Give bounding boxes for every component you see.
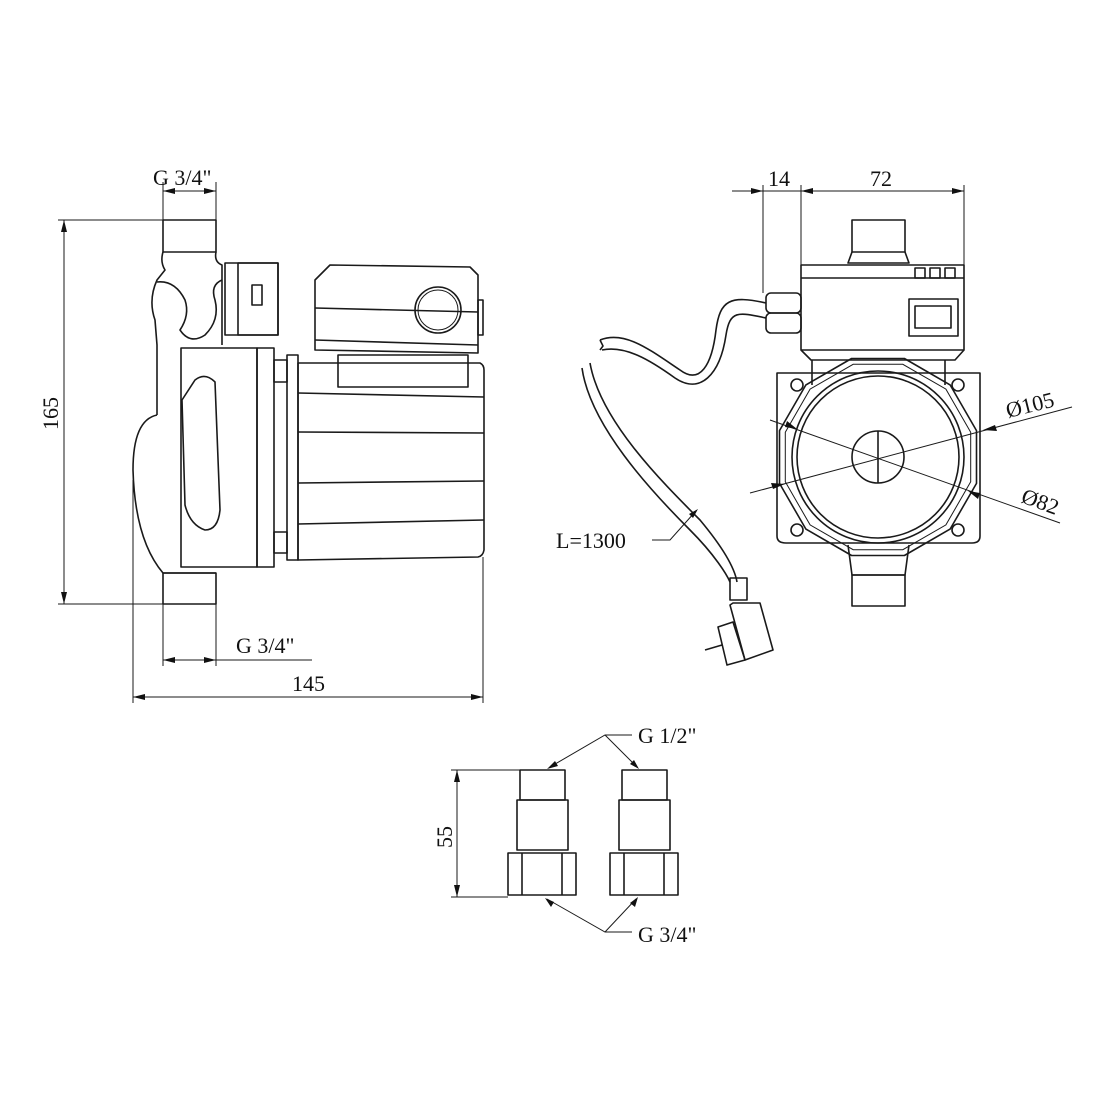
dim-length: 145: [292, 671, 325, 696]
flange-window: [181, 375, 221, 531]
power-plug: [729, 602, 774, 661]
box-base: [337, 354, 469, 388]
adapter-left: [507, 769, 577, 896]
dim-gland-offset: 14: [768, 166, 790, 191]
cable-gland: [765, 292, 802, 314]
speed-switch: [908, 298, 959, 337]
housing-dodecagon: [778, 357, 978, 557]
dim-height: 165: [38, 397, 63, 430]
dim-adapter-top-thread: G 1/2": [638, 723, 696, 748]
bottom-thread: [162, 572, 217, 605]
housing-ring: [791, 370, 965, 544]
dim-diameter-105: Ø105: [1003, 387, 1056, 423]
dim-bottom-thread: G 3/4": [236, 633, 294, 658]
dim-box-width: 72: [870, 166, 892, 191]
power-cable-upper: [599, 298, 767, 376]
power-cable-lower: [589, 362, 738, 583]
bottom-thread-front: [851, 574, 906, 607]
motor-body: [297, 362, 485, 561]
dim-top-thread: G 3/4": [153, 165, 211, 190]
top-thread-front: [851, 219, 906, 253]
pipe-body: [151, 251, 223, 415]
valve-body: [156, 279, 223, 340]
dim-adapter-height: 55: [432, 826, 457, 848]
motor-flange: [180, 347, 258, 568]
terminal-block-inner: [237, 262, 279, 336]
volute-bulge: [132, 414, 216, 574]
front-view: Ø105 Ø82 14 72 L=1300: [556, 166, 1073, 666]
control-knob-side: [414, 286, 462, 334]
pump-housing-square: [776, 372, 981, 544]
side-view: G 3/4" 165 G 3/4" 145: [38, 165, 485, 703]
terminal-tab: [251, 284, 263, 306]
adapter-right: [609, 769, 679, 896]
adapter-fittings: 55 G 1/2" G 3/4": [432, 723, 696, 947]
dim-diameter-82: Ø82: [1018, 483, 1062, 519]
dim-adapter-bottom-thread: G 3/4": [638, 922, 696, 947]
control-box: [314, 264, 479, 354]
motor-flange-ring: [256, 347, 275, 568]
cable-strain-relief: [729, 577, 748, 601]
dim-cable-length: L=1300: [556, 528, 626, 553]
top-thread: [162, 219, 217, 253]
